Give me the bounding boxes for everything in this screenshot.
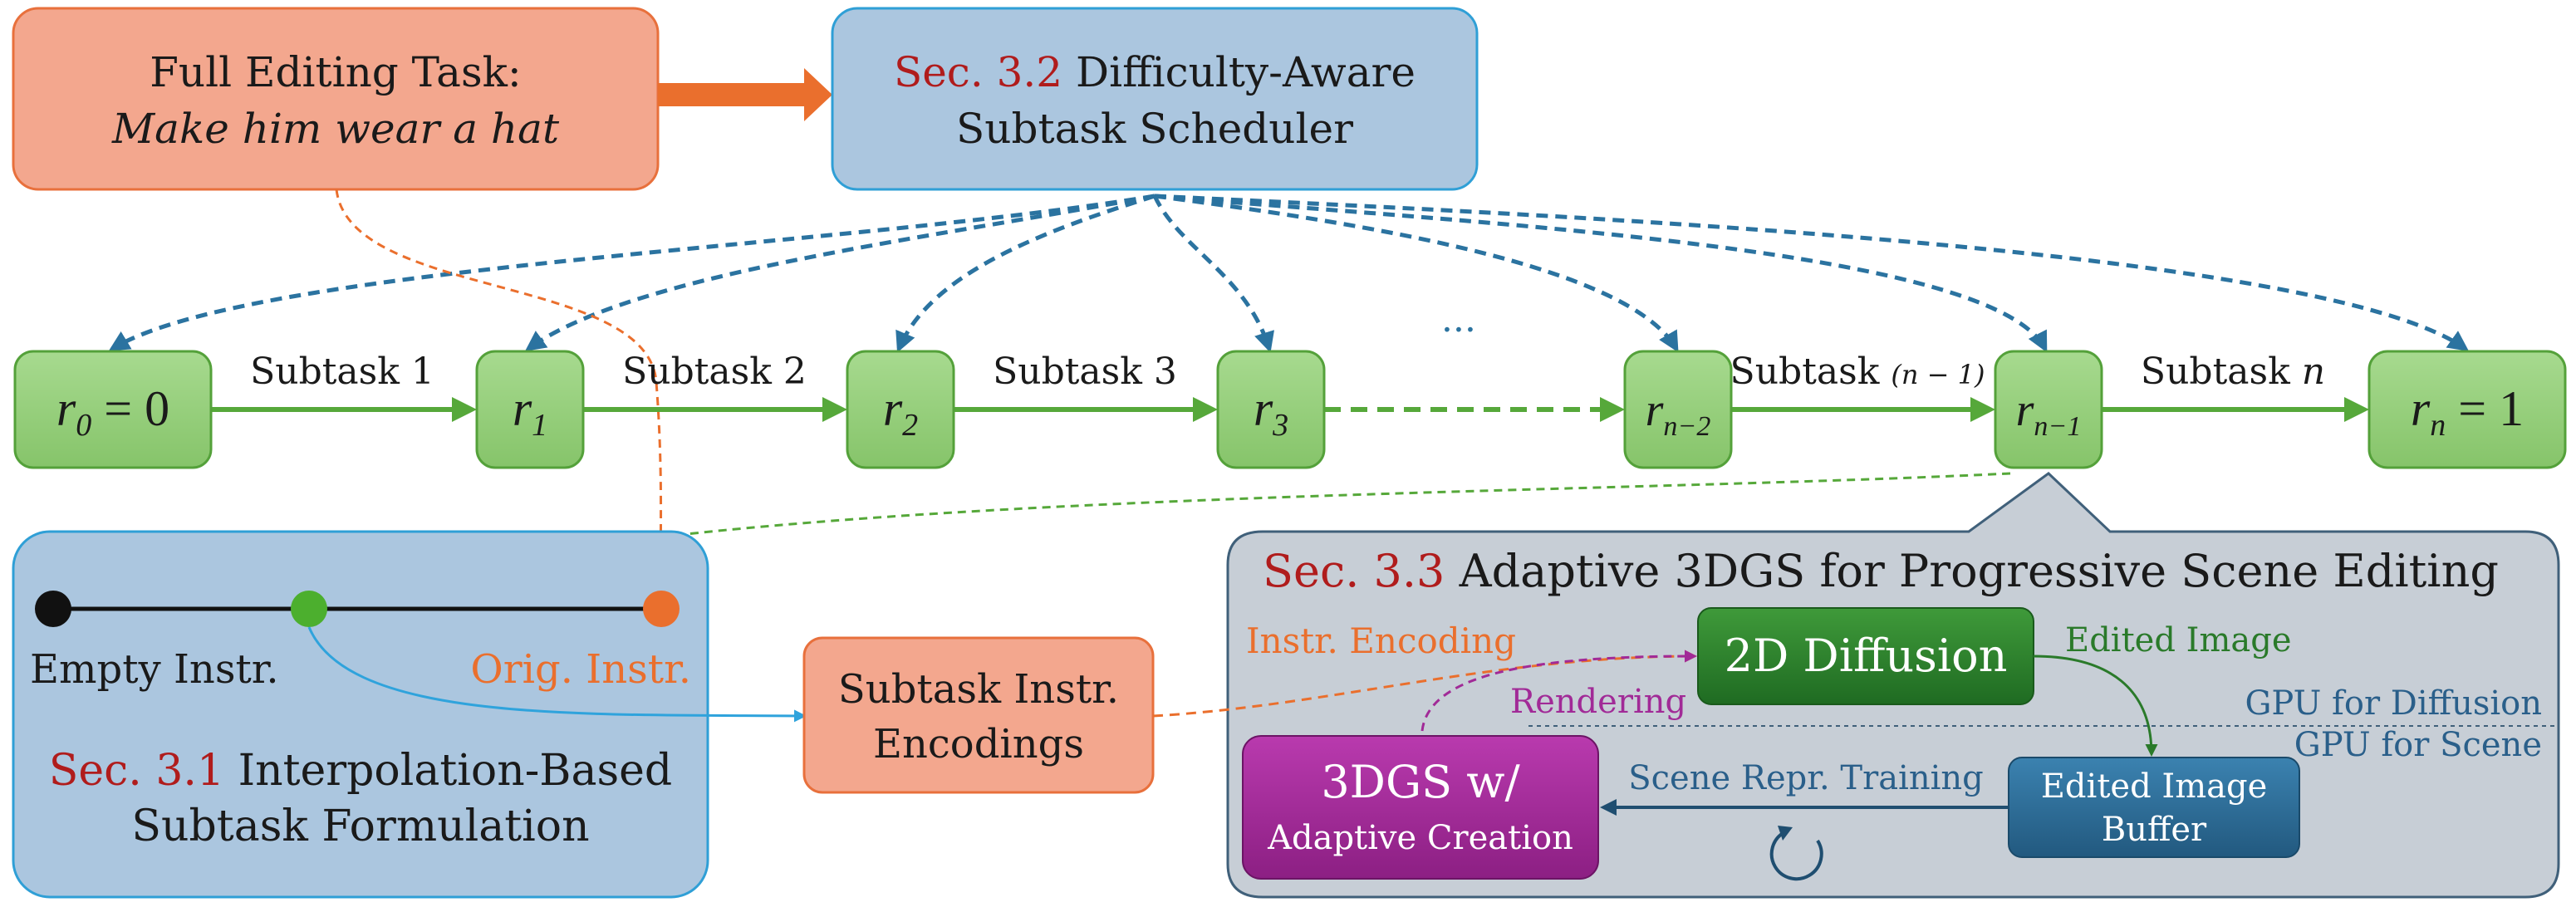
diffusion-label: 2D Diffusion [1725, 630, 2008, 682]
svg-text:rn = 1: rn = 1 [2411, 381, 2524, 443]
fanout-arrow-r1 [524, 194, 1156, 351]
chain-node-r-n-minus-2: rn−2 [1623, 350, 1733, 469]
subtask-label-2: Subtask 2 [622, 351, 807, 393]
svg-text:r0 = 0: r0 = 0 [56, 381, 169, 443]
subtask-label-n-index: n [2302, 351, 2325, 393]
adaptive-title: Adaptive 3DGS for Progressive Scene Edit… [1459, 545, 2499, 597]
fanout-arrow-r-n-minus-2 [1154, 194, 1679, 353]
diffusion-to-buffer-arrow [2033, 655, 2158, 757]
svg-text:r2: r2 [883, 381, 918, 443]
fanout-arrow-r-n-minus-1 [1154, 194, 2048, 353]
chain-node-rn: rn = 1 [2367, 350, 2567, 469]
task-to-scheduler-arrow [658, 68, 832, 121]
interp-panel: Empty Instr. Orig. Instr. Sec. 3.1 Inter… [12, 530, 709, 899]
svg-text:Subtask n: Subtask n [2141, 351, 2325, 393]
interp-to-encodings-arrow [307, 626, 807, 723]
svg-text:Sec. 3.3 Adaptive 3DGS for Pro: Sec. 3.3 Adaptive 3DGS for Progressive S… [1263, 545, 2499, 597]
orig-instr-dot [643, 591, 680, 627]
subtask-label-n-minus-1-word: Subtask [1730, 351, 1880, 393]
scheduler-box: Sec. 3.2 Difficulty-Aware Subtask Schedu… [831, 7, 1479, 191]
fanout-arrow-r3 [1152, 194, 1274, 353]
encodings-line1: Subtask Instr. [838, 666, 1119, 713]
scheduler-sec-label: Sec. 3.2 [894, 48, 1062, 96]
subtask-label-n-minus-1-index: (n − 1) [1891, 359, 1985, 390]
svg-text:Sec. 3.1 Interpolation-Based: Sec. 3.1 Interpolation-Based [49, 746, 672, 796]
scheduler-title-line2: Subtask Scheduler [956, 105, 1353, 153]
rendering-label: Rendering [1510, 683, 1686, 721]
rendering-arrow [1420, 650, 1697, 732]
task-to-orig-instr-arrow [335, 189, 667, 594]
node-to-interp-point-arrow [313, 472, 2011, 612]
chain-node-r3: r3 [1216, 350, 1326, 469]
adaptive-sec-label: Sec. 3.3 [1263, 545, 1445, 597]
full-task-box: Full Editing Task: Make him wear a hat [12, 7, 660, 191]
chain-node-r0: r0 = 0 [13, 350, 213, 469]
fanout-arrow-r0 [108, 194, 1156, 351]
encodings-box: Subtask Instr. Encodings [802, 636, 1155, 794]
fanout-arrow-r2 [895, 194, 1156, 353]
orig-instr-label: Orig. Instr. [470, 646, 691, 693]
loop-icon [1769, 826, 1823, 881]
subtask-label-3: Subtask 3 [993, 351, 1177, 393]
gpu-diffusion-label: GPU for Diffusion [2245, 684, 2542, 723]
threedgs-line2: Adaptive Creation [1267, 819, 1573, 857]
chain-node-r-n-minus-1: rn−1 [1994, 350, 2103, 469]
threedgs-line1: 3DGS w/ [1321, 756, 1520, 808]
scheduler-fanout-arrows [108, 194, 2470, 353]
scene-training-label: Scene Repr. Training [1628, 759, 1984, 797]
interp-title-line1: Interpolation-Based [238, 746, 673, 796]
subtask-label-1: Subtask 1 [250, 351, 434, 393]
fanout-arrow-rn [1154, 194, 2470, 351]
encodings-line2: Encodings [873, 721, 1084, 767]
scheduler-title-line1: Difficulty-Aware [1076, 48, 1416, 96]
svg-text:Sec. 3.2 Difficulty-Aware: Sec. 3.2 Difficulty-Aware [894, 48, 1416, 96]
svg-text:r3: r3 [1254, 381, 1288, 443]
edited-image-label: Edited Image [2065, 621, 2292, 659]
encoding-to-diffusion-arrow [1152, 650, 1697, 718]
interp-title-line2: Subtask Formulation [131, 802, 589, 851]
svg-text:Subtask (n − 1): Subtask (n − 1) [1730, 351, 1985, 393]
threedgs-box: 3DGS w/ Adaptive Creation [1242, 735, 1599, 880]
empty-instr-dot [35, 591, 71, 627]
buffer-box: Edited Image Buffer [2008, 757, 2300, 858]
chain-node-r2: r2 [846, 350, 955, 469]
buffer-line2: Buffer [2102, 811, 2207, 849]
empty-instr-label: Empty Instr. [30, 646, 279, 693]
full-task-title: Full Editing Task: [150, 48, 522, 96]
buffer-line1: Edited Image [2041, 767, 2268, 806]
interp-point-dot [291, 591, 327, 627]
interp-sec-label: Sec. 3.1 [49, 746, 224, 796]
svg-text:rn−1: rn−1 [2016, 385, 2082, 442]
chain-ellipsis: ··· [1441, 309, 1476, 351]
full-task-instruction: Make him wear a hat [111, 105, 560, 153]
svg-text:r1: r1 [513, 381, 547, 443]
subtask-label-n-word: Subtask [2141, 351, 2290, 393]
chain-node-r1: r1 [475, 350, 585, 469]
svg-text:rn−2: rn−2 [1646, 385, 1711, 442]
instr-encoding-label: Instr. Encoding [1246, 620, 1516, 661]
gpu-scene-label: GPU for Scene [2294, 726, 2542, 764]
diffusion-box: 2D Diffusion [1697, 607, 2034, 705]
